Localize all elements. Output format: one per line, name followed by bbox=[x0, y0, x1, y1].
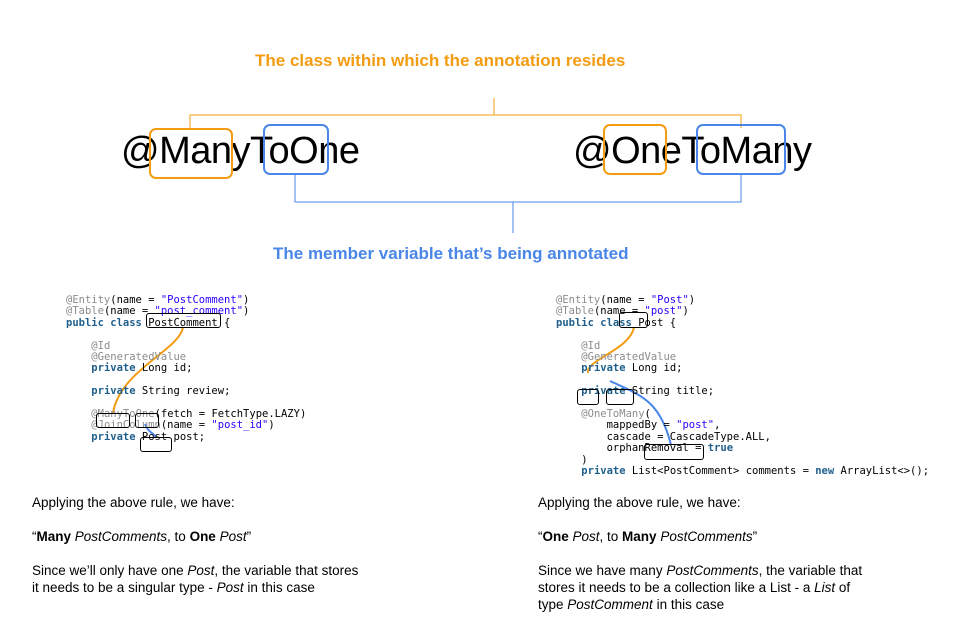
right-orange-curve bbox=[586, 326, 635, 374]
left-quote: “Many PostComments, to One Post” bbox=[32, 529, 252, 544]
right-code-many-highlight bbox=[606, 389, 634, 405]
left-class-highlight bbox=[149, 128, 233, 179]
left-code-many-highlight bbox=[96, 413, 130, 428]
right-code-class-highlight bbox=[619, 312, 648, 328]
ann-first: Many bbox=[159, 130, 250, 172]
right-quote: “One Post, to Many PostComments” bbox=[538, 529, 758, 544]
ann-to: To bbox=[681, 130, 721, 172]
left-orange-curve bbox=[112, 326, 184, 414]
at-sign: @ bbox=[121, 130, 160, 172]
class-bracket bbox=[189, 114, 742, 128]
left-code-post-highlight bbox=[140, 437, 172, 452]
right-class-highlight bbox=[603, 124, 667, 175]
right-explanation-text: Since we have many PostComments, the var… bbox=[538, 563, 863, 612]
right-intro: Applying the above rule, we have: bbox=[538, 495, 741, 510]
right-code-postcomment-highlight bbox=[644, 444, 704, 460]
left-code-class-highlight bbox=[146, 313, 221, 328]
class-header: The class within which the annotation re… bbox=[255, 51, 626, 70]
left-explanation-text: Since we’ll only have one Post, the vari… bbox=[32, 563, 359, 595]
left-explanation: Applying the above rule, we have: “Many … bbox=[32, 494, 452, 596]
many-to-one-annotation: @ManyToOne bbox=[121, 130, 360, 173]
left-blue-curve bbox=[144, 423, 157, 438]
right-member-highlight bbox=[696, 124, 786, 175]
left-code-one-highlight bbox=[135, 413, 159, 428]
left-member-highlight bbox=[263, 124, 329, 175]
at-sign: @ bbox=[573, 130, 612, 172]
ann-second: One bbox=[289, 130, 360, 172]
member-bracket bbox=[294, 174, 742, 203]
left-intro: Applying the above rule, we have: bbox=[32, 495, 235, 510]
right-code-snippet: @Entity(name = "Post") @Table(name = "po… bbox=[556, 294, 930, 478]
one-to-many-annotation: @OneToMany bbox=[573, 130, 812, 173]
ann-second: Many bbox=[720, 130, 812, 172]
ann-to: To bbox=[250, 130, 290, 172]
member-header: The member variable that’s being annotat… bbox=[273, 244, 629, 263]
right-explanation: Applying the above rule, we have: “One P… bbox=[538, 494, 948, 613]
right-blue-curve bbox=[609, 380, 672, 446]
left-code-snippet: @Entity(name = "PostComment") @Table(nam… bbox=[66, 294, 307, 443]
right-code-one-highlight bbox=[577, 389, 599, 405]
ann-first: One bbox=[611, 130, 682, 172]
